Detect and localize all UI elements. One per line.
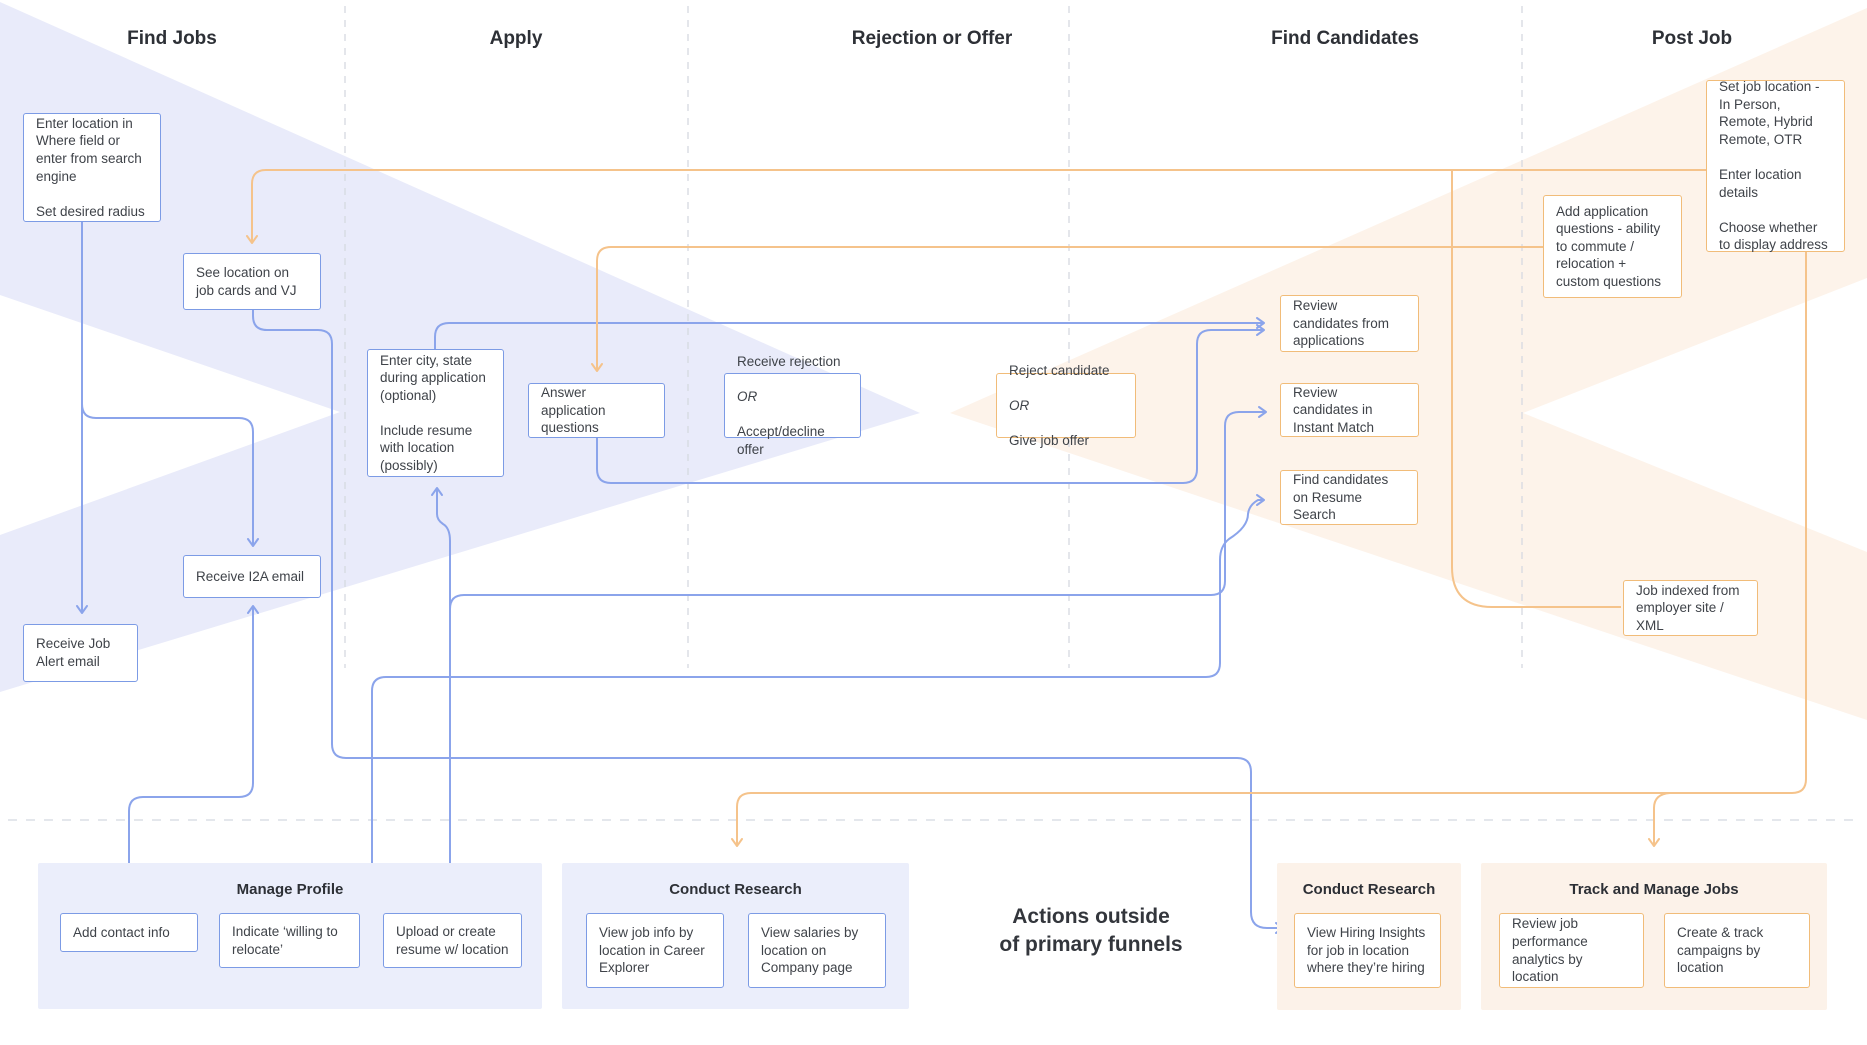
- node-enter-location[interactable]: Enter location in Where field or enter f…: [23, 113, 161, 222]
- connector-entercity-reviewapps[interactable]: [434, 317, 1265, 349]
- node-view-salaries[interactable]: View salaries by location on Company pag…: [748, 913, 886, 988]
- actions-outside-note: Actions outside of primary funnels: [999, 905, 1183, 957]
- connector-relocate-resumesearch[interactable]: [366, 494, 1265, 951]
- node-job-indexed[interactable]: Job indexed from employer site / XML: [1623, 580, 1758, 636]
- node-enter-location-label: Enter location in Where field or enter f…: [36, 115, 145, 219]
- node-set-job-location[interactable]: Set job location - In Person, Remote, Hy…: [1706, 79, 1845, 253]
- seeker-funnel-shape: [0, 2, 920, 692]
- node-answer-questions-label: Answer application questions: [541, 385, 606, 436]
- node-see-location-label: See location on job cards and VJ: [196, 264, 297, 298]
- connector-setjoblocation-seelocation[interactable]: [246, 169, 1706, 244]
- node-job-indexed-label: Job indexed from employer site / XML: [1636, 582, 1740, 633]
- connector-addcontact-i2a[interactable]: [128, 605, 259, 913]
- node-indicate-relocate-label: Indicate ‘willing to relocate’: [232, 923, 338, 957]
- employer-funnel-shape: [950, 8, 1867, 720]
- connector-enterlocation-i2a[interactable]: [81, 222, 259, 547]
- node-receive-rejection[interactable]: Receive rejection OR Accept/decline offe…: [724, 354, 861, 457]
- connector-addquestions-answerq[interactable]: [591, 246, 1543, 372]
- node-review-performance-label: Review job performance analytics by loca…: [1512, 916, 1588, 985]
- panel-track-manage-jobs-title: Track and Manage Jobs: [1569, 881, 1739, 898]
- node-review-instant-match[interactable]: Review candidates in Instant Match: [1280, 383, 1419, 437]
- connector-setjoblocation-jobindexed[interactable]: [1451, 171, 1621, 608]
- node-set-job-location-label: Set job location - In Person, Remote, Hy…: [1719, 79, 1828, 253]
- panel-conduct-research-seeker-title: Conduct Research: [669, 881, 802, 898]
- panel-conduct-research-employer-title: Conduct Research: [1302, 881, 1436, 898]
- node-enter-city-state-label: Enter city, state during application (op…: [380, 352, 486, 473]
- node-answer-questions[interactable]: Answer application questions: [528, 383, 665, 438]
- node-enter-city-state[interactable]: Enter city, state during application (op…: [367, 349, 504, 477]
- node-upload-resume-label: Upload or create resume w/ location: [396, 923, 509, 957]
- node-add-contact-info[interactable]: Add contact info: [60, 913, 198, 952]
- node-reject-candidate-label: Reject candidate OR Give job offer: [1009, 362, 1110, 448]
- node-receive-job-alert[interactable]: Receive Job Alert email: [23, 624, 138, 682]
- node-create-track-campaigns[interactable]: Create & track campaigns by location: [1664, 913, 1810, 988]
- connector-answerq-reviewapps[interactable]: [596, 324, 1265, 484]
- node-find-resume-search-label: Find candidates on Resume Search: [1293, 472, 1389, 523]
- connector-setjoblocation-conductresearch[interactable]: [731, 252, 1807, 847]
- node-find-resume-search[interactable]: Find candidates on Resume Search: [1280, 470, 1418, 525]
- node-upload-resume[interactable]: Upload or create resume w/ location: [383, 913, 522, 968]
- node-receive-i2a[interactable]: Receive I2A email: [183, 555, 321, 598]
- node-review-from-applications-label: Review candidates from applications: [1293, 298, 1390, 349]
- node-create-track-campaigns-label: Create & track campaigns by location: [1677, 925, 1764, 976]
- node-review-instant-match-label: Review candidates in Instant Match: [1293, 384, 1375, 435]
- node-reject-candidate[interactable]: Reject candidate OR Give job offer: [996, 363, 1136, 448]
- node-view-hiring-insights-label: View Hiring Insights for job in location…: [1307, 925, 1426, 976]
- node-indicate-relocate[interactable]: Indicate ‘willing to relocate’: [219, 913, 360, 968]
- column-header-apply: Apply: [489, 28, 543, 49]
- node-receive-rejection-label: Receive rejection OR Accept/decline offe…: [737, 353, 841, 457]
- node-add-contact-info-label: Add contact info: [73, 924, 170, 940]
- node-add-app-questions-label: Add application questions - ability to c…: [1556, 203, 1662, 289]
- connector-branch-trackmanage[interactable]: [1648, 792, 1671, 847]
- panel-manage-profile-title: Manage Profile: [236, 881, 344, 898]
- node-receive-job-alert-label: Receive Job Alert email: [36, 636, 111, 669]
- node-view-salaries-label: View salaries by location on Company pag…: [761, 925, 859, 976]
- node-add-app-questions[interactable]: Add application questions - ability to c…: [1543, 195, 1682, 298]
- node-receive-i2a-label: Receive I2A email: [196, 568, 305, 584]
- column-header-post-job: Post Job: [1651, 28, 1733, 49]
- node-review-performance[interactable]: Review job performance analytics by loca…: [1499, 913, 1644, 988]
- node-view-hiring-insights[interactable]: View Hiring Insights for job in location…: [1294, 913, 1441, 988]
- column-header-find-jobs: Find Jobs: [127, 28, 217, 49]
- node-view-job-info-label: View job info by location in Career Expl…: [599, 925, 705, 976]
- column-header-find-candidates: Find Candidates: [1271, 28, 1419, 49]
- column-header-rejection-or-offer: Rejection or Offer: [851, 28, 1013, 49]
- node-see-location[interactable]: See location on job cards and VJ: [183, 253, 321, 310]
- node-review-from-applications[interactable]: Review candidates from applications: [1280, 295, 1419, 352]
- node-view-job-info[interactable]: View job info by location in Career Expl…: [586, 913, 724, 988]
